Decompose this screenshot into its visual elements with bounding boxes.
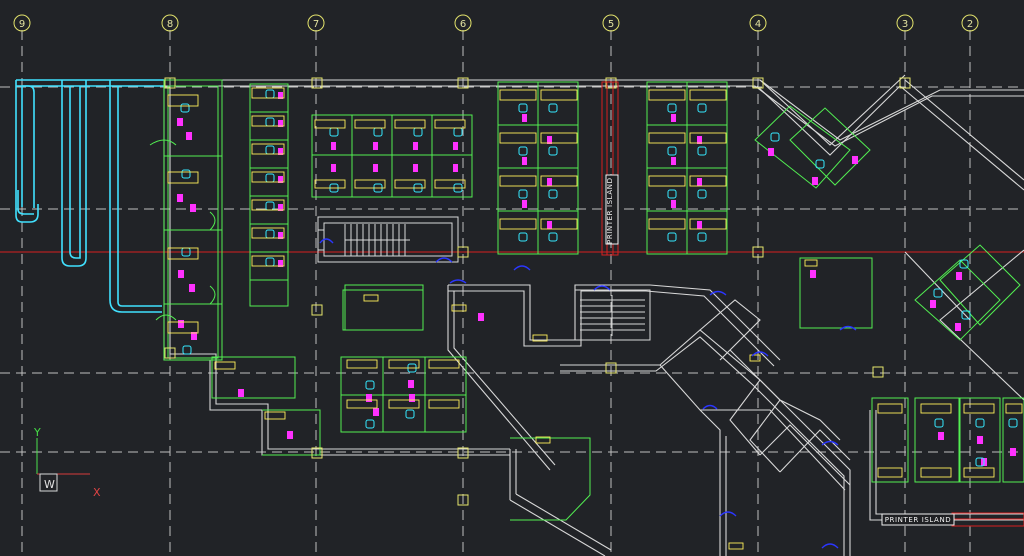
grid-bubble-9: 9	[13, 14, 31, 32]
ucs-w-label: W	[44, 478, 55, 491]
grid-label-8: 8	[167, 19, 173, 30]
left-cyan-duct-system	[15, 79, 164, 313]
workstation-column-left	[249, 83, 289, 307]
left-office-wing	[149, 79, 321, 456]
grid-label-5: 5	[608, 19, 614, 30]
printer-island-vertical-label: PRINTER ISLAND	[606, 177, 614, 244]
grid-label-2: 2	[967, 19, 973, 30]
stairwell-center	[574, 289, 651, 341]
grid-bubble-7: 7	[307, 14, 325, 32]
printer-island-vertical: PRINTER ISLAND	[605, 174, 619, 245]
grid-label-9: 9	[19, 19, 25, 30]
grid-label-3: 3	[902, 19, 908, 30]
grid-bubble-3: 3	[896, 14, 914, 32]
grid-bubble-2: 2	[961, 14, 979, 32]
magenta-chairs	[177, 92, 1016, 466]
ucs-y-label: Y	[33, 426, 41, 439]
grid-label-7: 7	[313, 19, 319, 30]
center-workstation-cluster	[311, 114, 473, 433]
cyan-chairs	[180, 89, 1018, 467]
printer-island-horizontal: PRINTER ISLAND	[881, 513, 955, 526]
column-grid-bubbles: 9 8 7 6 5 4 3 2	[13, 14, 979, 32]
stairwell-top	[317, 216, 459, 263]
ucs-axis-icon: Y X W	[33, 426, 101, 499]
ucs-x-label: X	[93, 486, 101, 499]
structural-columns	[164, 77, 911, 506]
grid-bubble-4: 4	[749, 14, 767, 32]
main-building-walls	[163, 74, 1024, 556]
grid-label-4: 4	[755, 19, 761, 30]
printer-island-horizontal-label: PRINTER ISLAND	[885, 516, 952, 524]
grid-label-6: 6	[460, 19, 466, 30]
furniture-desks	[167, 87, 1023, 550]
grid-bubble-6: 6	[454, 14, 472, 32]
door-swings	[319, 238, 857, 549]
grid-bubble-8: 8	[161, 14, 179, 32]
right-workstation-banks	[344, 81, 1024, 521]
grid-bubble-5: 5	[602, 14, 620, 32]
